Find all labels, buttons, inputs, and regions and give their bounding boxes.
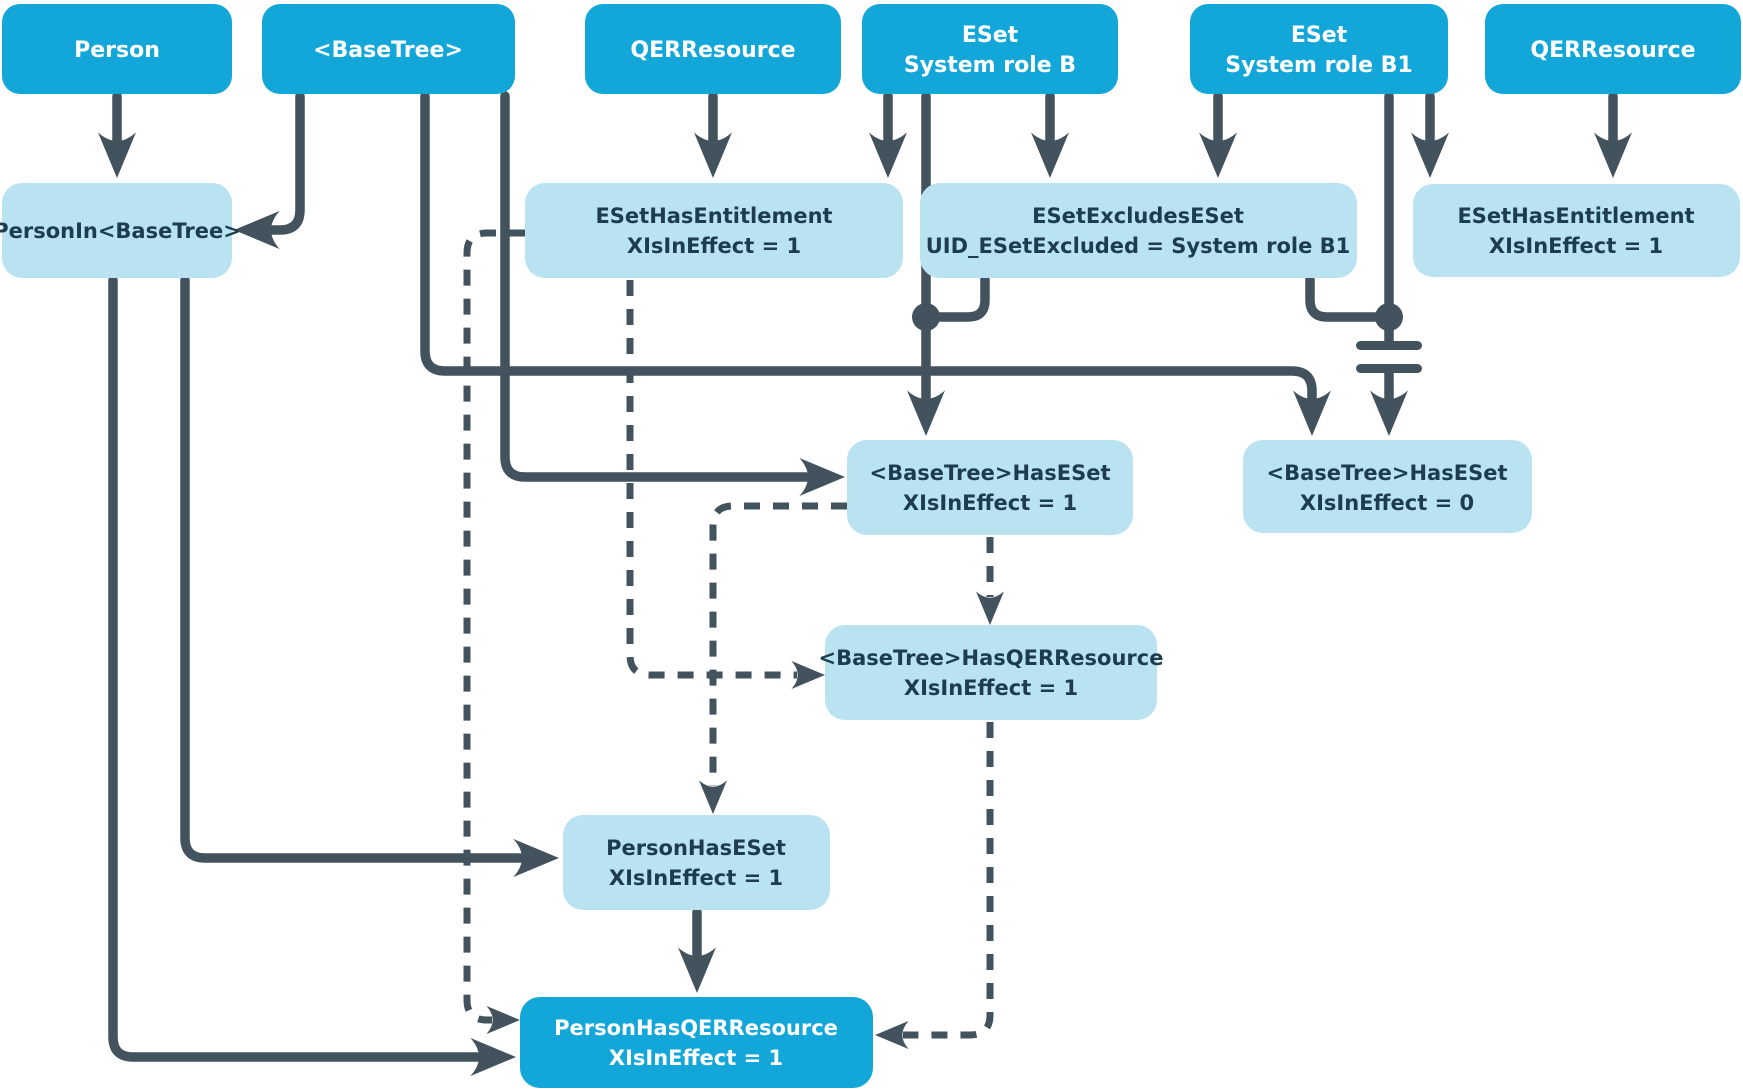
eset-system-role-b1-box bbox=[1190, 4, 1448, 94]
eset-has-entitlement-left-label-line2: XIsInEffect = 1 bbox=[627, 234, 801, 258]
eset-system-role-b-label-line1: ESet bbox=[962, 23, 1019, 48]
eset-system-role-b1-label-line2: System role B1 bbox=[1225, 53, 1412, 78]
node-eset-system-role-b: ESet System role B bbox=[862, 4, 1118, 94]
edge-basetree-to-haseset0 bbox=[420, 91, 1332, 437]
edge-basetree-to-personin bbox=[233, 91, 305, 250]
edge-excludeseset-join-right bbox=[1305, 274, 1394, 322]
node-qerresource-left: QERResource bbox=[585, 4, 841, 94]
eset-system-role-b1-label-line1: ESet bbox=[1291, 23, 1348, 48]
node-person-has-qerresource: PersonHasQERResource XIsInEffect = 1 bbox=[520, 997, 873, 1088]
node-eset-has-entitlement-left: ESetHasEntitlement XIsInEffect = 1 bbox=[525, 183, 903, 278]
basetree-has-qerresource-label-line1: <BaseTree>HasQERResource bbox=[819, 646, 1164, 670]
junction-dot bbox=[912, 303, 940, 331]
person-has-eset-box bbox=[563, 815, 830, 910]
eset-excludes-eset-label-line1: ESetExcludesESet bbox=[1032, 204, 1244, 228]
person-in-basetree-label: PersonIn<BaseTree> bbox=[0, 219, 241, 243]
node-basetree-has-eset-0: <BaseTree>HasESet XIsInEffect = 0 bbox=[1243, 440, 1532, 533]
edge-excludeseset-join-left bbox=[921, 274, 990, 322]
person-has-qerresource-label-line2: XIsInEffect = 1 bbox=[609, 1046, 783, 1070]
eset-system-role-b-label-line2: System role B bbox=[904, 53, 1076, 78]
basetree-has-eset-1-box bbox=[847, 440, 1133, 535]
person-in-basetree-box bbox=[2, 183, 232, 278]
eset-has-entitlement-right-box bbox=[1413, 184, 1740, 277]
person-has-eset-label-line1: PersonHasESet bbox=[606, 836, 786, 860]
eset-has-entitlement-right-label-line2: XIsInEffect = 1 bbox=[1489, 234, 1663, 258]
eset-has-entitlement-left-label-line1: ESetHasEntitlement bbox=[595, 204, 832, 228]
edge-basetreehasqerresource-to-personhasqerresource-dashed bbox=[874, 722, 994, 1050]
edge-haseset1-to-personhaseset-dashed bbox=[698, 502, 847, 815]
node-qerresource-right: QERResource bbox=[1485, 4, 1741, 94]
basetree-box bbox=[262, 4, 515, 94]
qerresource-left-box bbox=[585, 4, 841, 94]
node-person-has-eset: PersonHasESet XIsInEffect = 1 bbox=[563, 815, 830, 910]
node-basetree-has-eset-1: <BaseTree>HasESet XIsInEffect = 1 bbox=[847, 440, 1133, 535]
person-has-eset-label-line2: XIsInEffect = 1 bbox=[609, 866, 783, 890]
eset-excludes-eset-box bbox=[920, 183, 1357, 278]
edges bbox=[97, 91, 1633, 1077]
basetree-has-eset-0-label-line2: XIsInEffect = 0 bbox=[1300, 491, 1474, 515]
exclusion-barrier-icon bbox=[1356, 341, 1422, 373]
qerresource-right-label: QERResource bbox=[1530, 38, 1695, 63]
qerresource-left-label: QERResource bbox=[630, 38, 795, 63]
person-has-qerresource-label-line1: PersonHasQERResource bbox=[554, 1016, 838, 1040]
edge-basetree-to-haseset1 bbox=[500, 91, 846, 497]
edge-entitlement-left-to-basetreehasqerresource-dashed bbox=[626, 280, 826, 690]
basetree-has-eset-0-box bbox=[1243, 440, 1532, 533]
eset-excludes-eset-label-line2: UID_ESetExcluded = System role B1 bbox=[926, 234, 1351, 258]
node-eset-system-role-b1: ESet System role B1 bbox=[1190, 4, 1448, 94]
node-basetree-has-qerresource: <BaseTree>HasQERResource XIsInEffect = 1 bbox=[819, 625, 1164, 720]
node-eset-excludes-eset: ESetExcludesESet UID_ESetExcluded = Syst… bbox=[920, 183, 1357, 278]
node-person: Person bbox=[2, 4, 232, 94]
eset-has-entitlement-right-label-line1: ESetHasEntitlement bbox=[1457, 204, 1694, 228]
junction-dot bbox=[1375, 303, 1403, 331]
node-basetree: <BaseTree> bbox=[262, 4, 515, 94]
person-has-qerresource-box bbox=[520, 997, 873, 1088]
person-box bbox=[2, 4, 232, 94]
node-eset-has-entitlement-right: ESetHasEntitlement XIsInEffect = 1 bbox=[1413, 184, 1740, 277]
edge-entitlement-left-to-personhasqerresource-dashed bbox=[463, 229, 525, 1035]
basetree-has-eset-1-label-line2: XIsInEffect = 1 bbox=[903, 491, 1077, 515]
eset-system-role-b-box bbox=[862, 4, 1118, 94]
qerresource-right-box bbox=[1485, 4, 1741, 94]
basetree-label: <BaseTree> bbox=[313, 38, 463, 63]
edge-personin-to-personhasqerresource bbox=[108, 275, 517, 1077]
eset-has-entitlement-left-box bbox=[525, 183, 903, 278]
basetree-has-eset-0-label-line1: <BaseTree>HasESet bbox=[1267, 461, 1508, 485]
person-label: Person bbox=[74, 38, 160, 63]
basetree-has-qerresource-label-line2: XIsInEffect = 1 bbox=[904, 676, 1078, 700]
node-person-in-basetree: PersonIn<BaseTree> bbox=[0, 183, 241, 278]
basetree-has-qerresource-box bbox=[825, 625, 1157, 720]
edge-personin-to-personhaseset bbox=[180, 275, 560, 878]
basetree-has-eset-1-label-line1: <BaseTree>HasESet bbox=[870, 461, 1111, 485]
